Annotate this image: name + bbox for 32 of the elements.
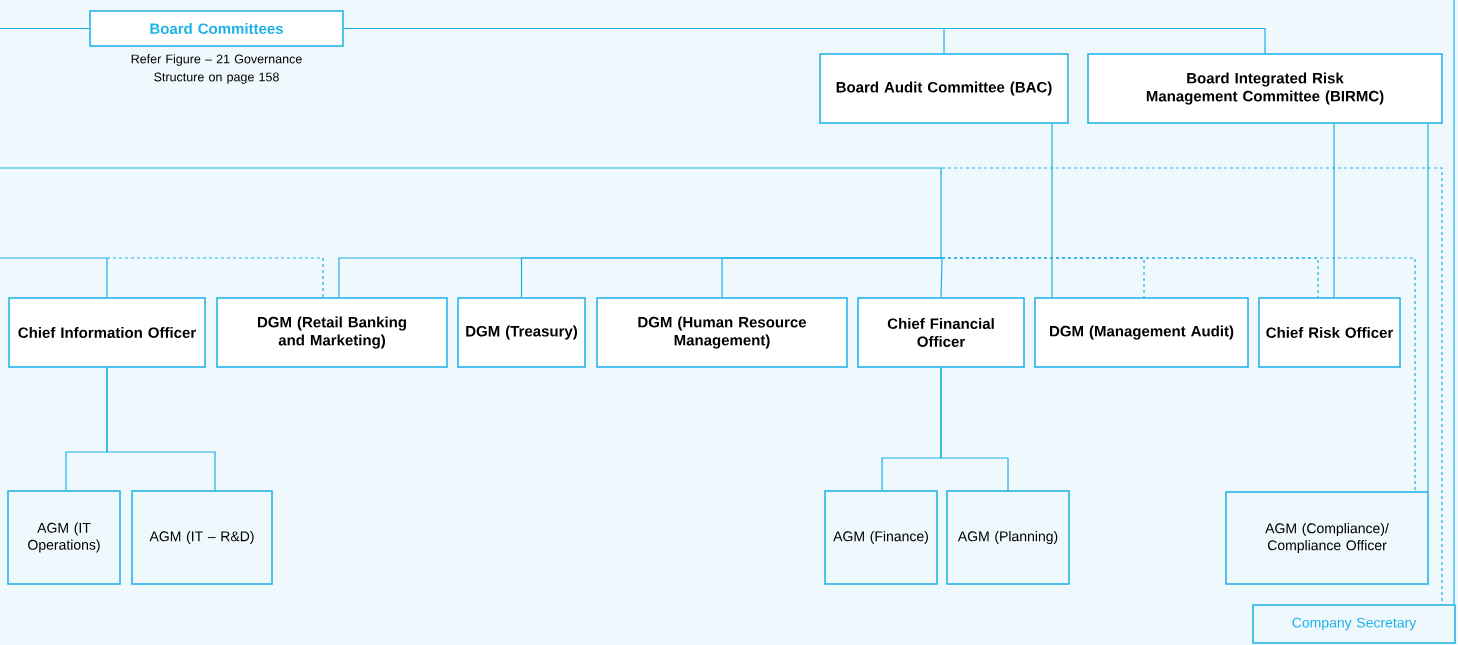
heading-box: Board Committees bbox=[89, 10, 344, 47]
position-box: AGM (Finance) bbox=[824, 490, 938, 585]
position-box: Chief Information Officer bbox=[8, 297, 206, 368]
connector-line bbox=[343, 27, 1266, 54]
position-box: Board Audit Committee (BAC) bbox=[819, 53, 1069, 124]
connector-line bbox=[106, 257, 324, 298]
position-box: AGM (Compliance)/ Compliance Officer bbox=[1225, 491, 1429, 585]
position-box: Chief Financial Officer bbox=[857, 297, 1025, 368]
position-box: Board Integrated Risk Management Committee (BIRMC) bbox=[1087, 53, 1443, 124]
position-box: DGM (Retail Banking and Marketing) bbox=[216, 297, 448, 368]
connector-line bbox=[0, 167, 942, 259]
connector-line bbox=[941, 257, 1416, 492]
connector-line bbox=[0, 27, 90, 30]
connector-line bbox=[106, 367, 216, 491]
note-text: Refer Figure – 21 Governance Structure on page 158 bbox=[131, 54, 302, 84]
connector-line bbox=[940, 257, 943, 298]
position-box: DGM (Human Resource Management) bbox=[596, 297, 848, 368]
connector-line bbox=[1453, 0, 1455, 605]
position-box: DGM (Treasury) bbox=[457, 297, 586, 368]
connector-line bbox=[1427, 123, 1429, 492]
position-box: Chief Risk Officer bbox=[1258, 297, 1401, 368]
position-box: AGM (IT Operations) bbox=[7, 490, 121, 585]
connector-line bbox=[940, 367, 1009, 491]
connector-line bbox=[0, 257, 108, 298]
connector-line bbox=[721, 257, 943, 298]
position-box: AGM (Planning) bbox=[946, 490, 1070, 585]
connector-line bbox=[941, 167, 1443, 605]
connector-line bbox=[1333, 123, 1335, 298]
position-box: Company Secretary bbox=[1252, 604, 1456, 644]
connector-line bbox=[1051, 123, 1053, 298]
position-box: AGM (IT – R&D) bbox=[131, 490, 273, 585]
position-box: DGM (Management Audit) bbox=[1034, 297, 1249, 368]
